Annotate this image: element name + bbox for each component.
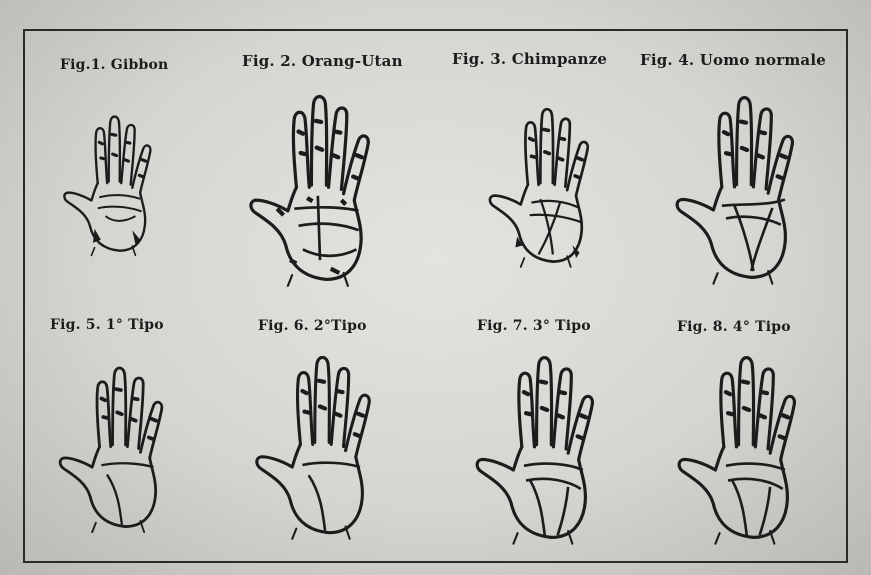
figure-3-chimpanzee-hand [485,85,610,290]
figure-caption-3: Fig. 3. Chimpanze [452,50,607,68]
figure-caption-7: Fig. 7. 3° Tipo [477,318,591,334]
figure-caption-2: Fig. 2. Orang-Utan [242,52,403,70]
figure-5-type1-hand [55,352,185,547]
figure-7-type3-hand [470,350,620,550]
figure-1-gibbon-hand [60,88,170,283]
figure-8-type4-hand [672,350,822,550]
figure-4-human-hand [660,90,830,290]
figure-2-orangutan-hand [245,88,395,293]
figure-caption-6: Fig. 6. 2°Tipo [258,318,367,334]
figure-caption-8: Fig. 8. 4° Tipo [677,319,791,335]
figure-caption-5: Fig. 5. 1° Tipo [50,317,164,333]
figure-caption-1: Fig.1. Gibbon [60,57,168,73]
figure-6-type2-hand [248,350,398,545]
figure-caption-4: Fig. 4. Uomo normale [640,51,826,69]
